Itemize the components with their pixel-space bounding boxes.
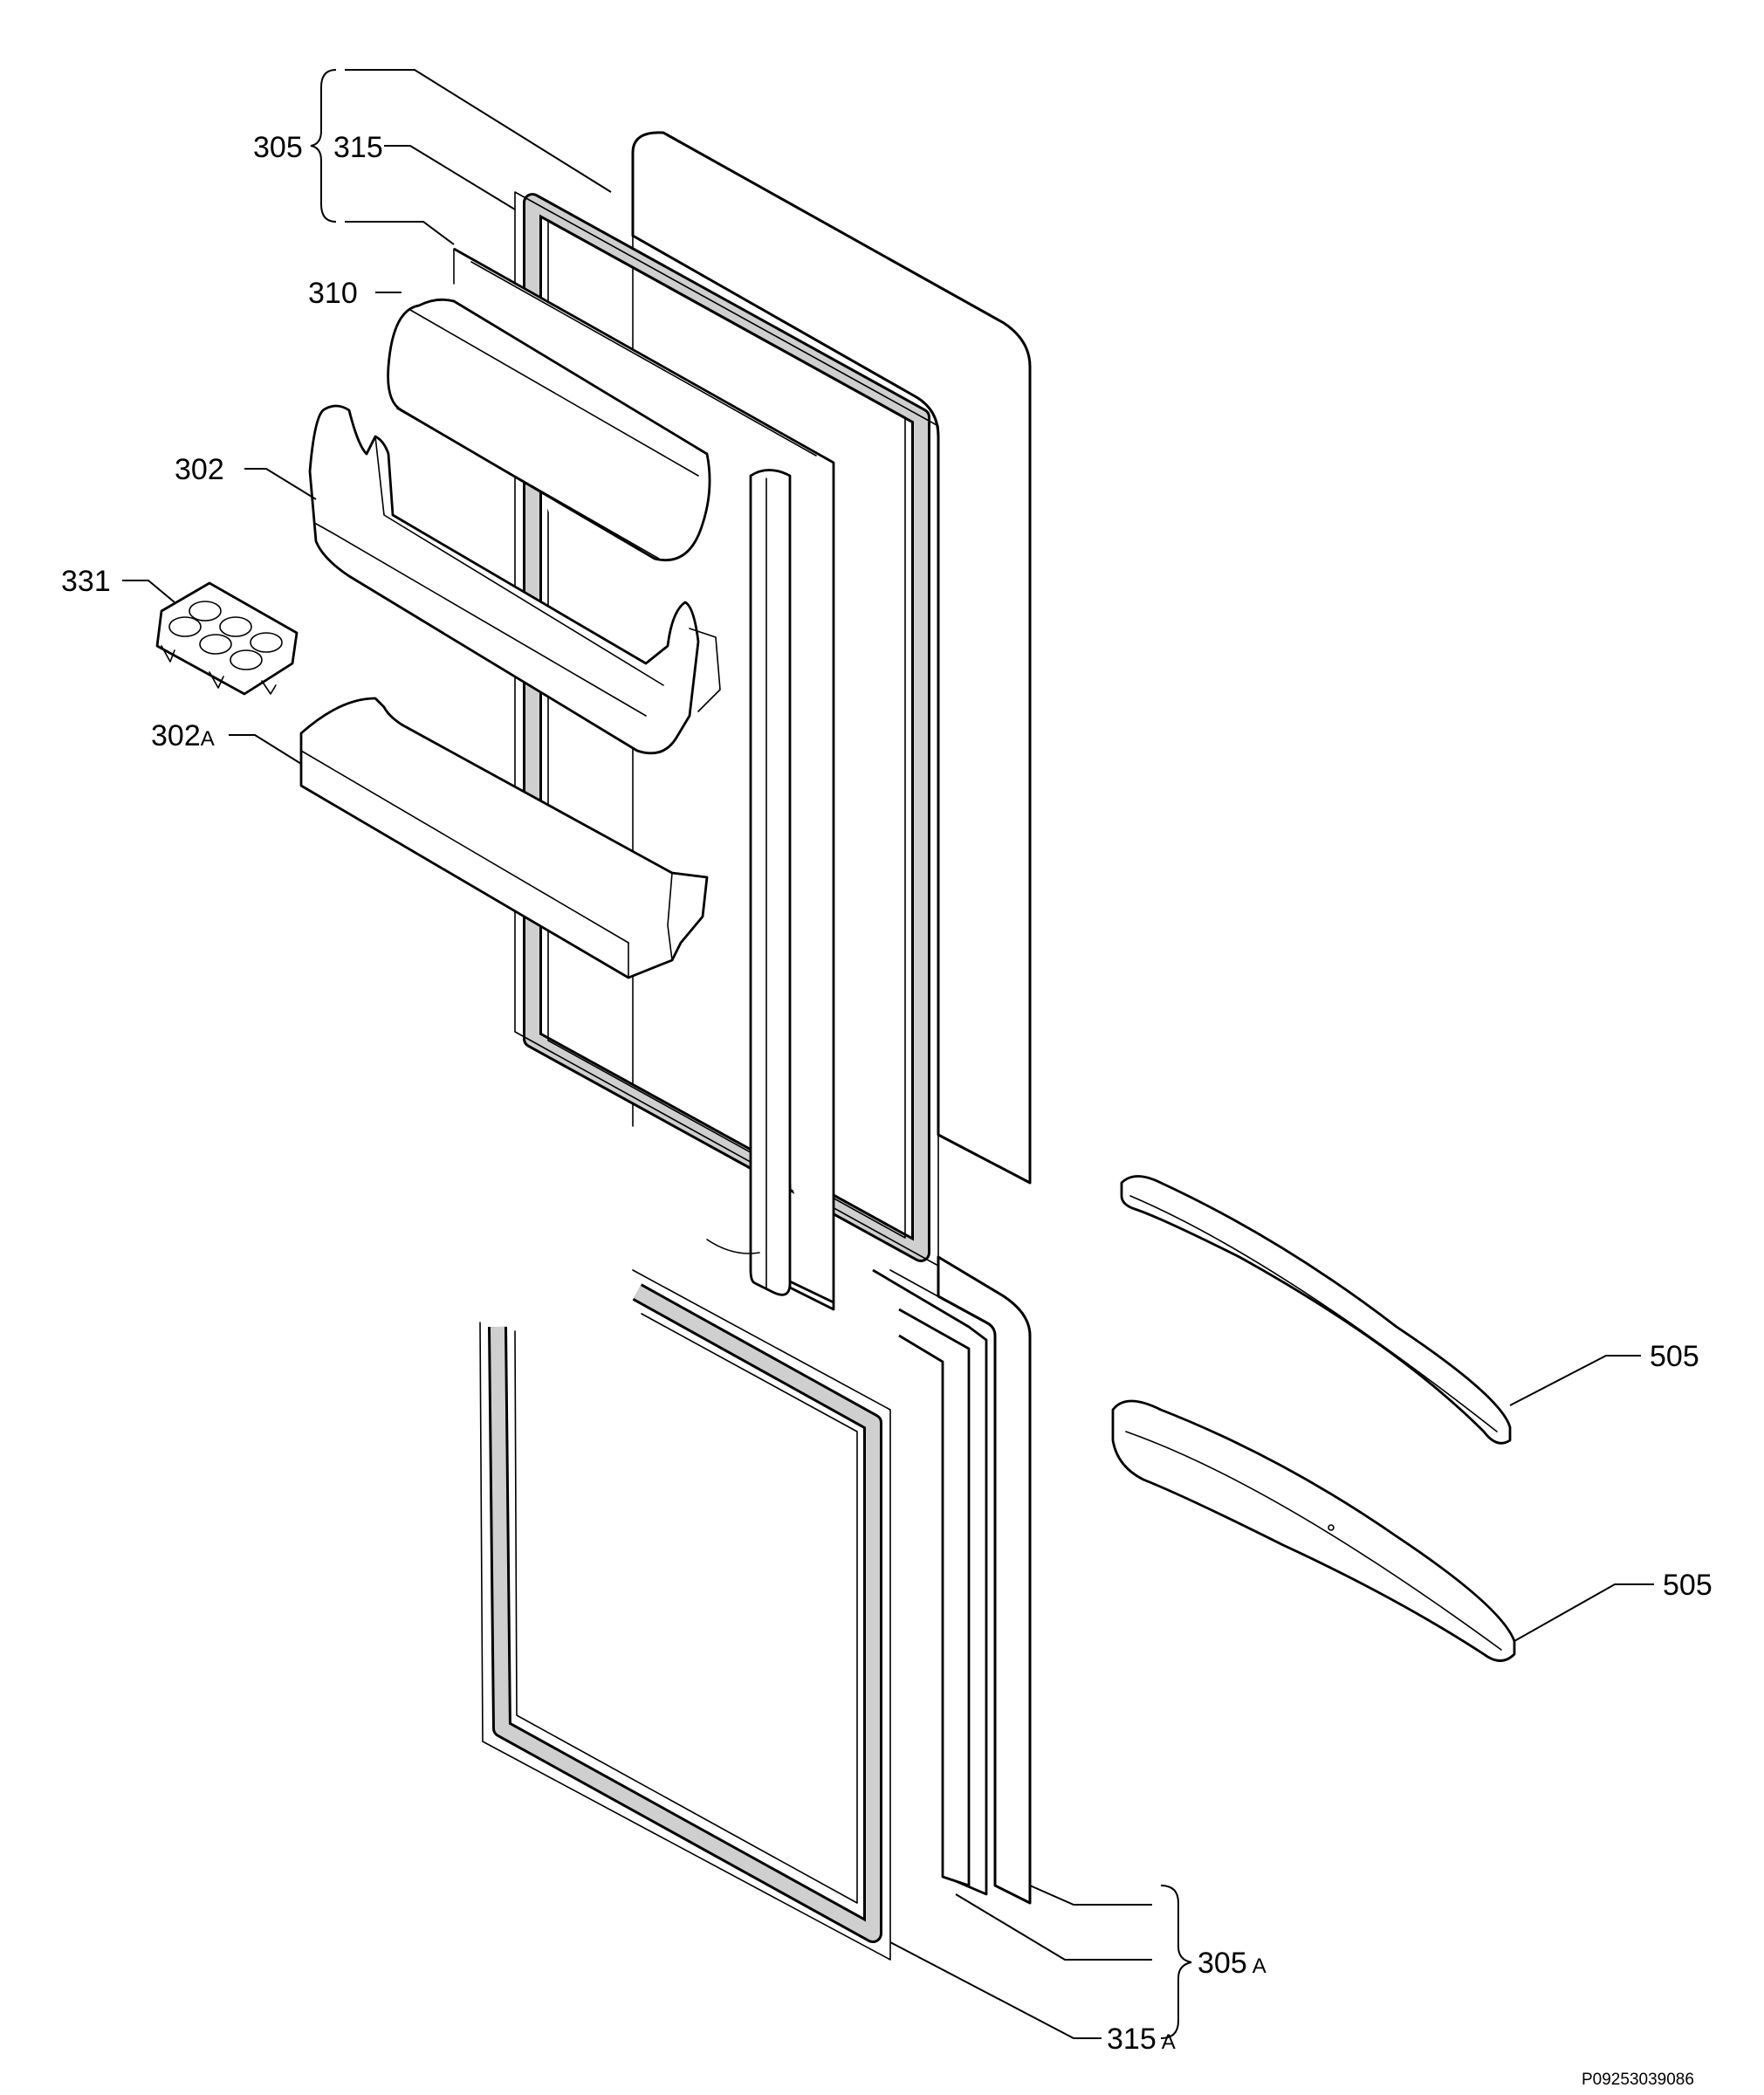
callout-302a-suffix: A bbox=[201, 727, 215, 751]
door-balcony-cover-310 bbox=[387, 298, 711, 561]
upper-door-assembly bbox=[453, 131, 1032, 1311]
callout-302: 302 bbox=[175, 453, 224, 486]
callout-305a-number: 305 bbox=[1198, 1947, 1247, 1980]
callout-505-upper-handle: 505 bbox=[1650, 1340, 1699, 1373]
lower-outer-door-panel bbox=[937, 1255, 1032, 1905]
callout-310: 310 bbox=[308, 277, 358, 310]
leader-lines bbox=[122, 69, 1654, 2039]
lower-inner-liner bbox=[872, 1268, 988, 1896]
callout-302a: 302A bbox=[151, 719, 215, 752]
upper-inner-liner-310 bbox=[453, 247, 835, 1311]
door-bottle-shelf-302a bbox=[299, 697, 709, 979]
lower-door-assembly bbox=[479, 1255, 1032, 1961]
callout-315a-suffix: A bbox=[1162, 2030, 1176, 2054]
callout-305: 305 bbox=[253, 131, 303, 164]
diagram-reference-number: P09253039086 bbox=[1582, 2071, 1694, 2089]
callout-315a-number: 315 bbox=[1107, 2023, 1157, 2056]
callout-302a-number: 302 bbox=[151, 719, 201, 752]
callout-305a-suffix: A bbox=[1253, 1954, 1266, 1978]
egg-tray-331 bbox=[155, 581, 299, 696]
upper-door-vertical-rail bbox=[749, 469, 792, 1296]
lower-door-gasket-315a bbox=[479, 1269, 891, 1961]
callout-315: 315 bbox=[333, 131, 383, 164]
door-cable bbox=[706, 1239, 760, 1254]
door-handle-505-lower bbox=[1111, 1399, 1516, 1662]
upper-door-gasket-315 bbox=[514, 191, 939, 1267]
callout-505-lower-handle: 505 bbox=[1663, 1569, 1713, 1602]
door-handle-505-upper bbox=[1120, 1175, 1512, 1445]
door-shelf-302 bbox=[308, 404, 721, 755]
callout-331: 331 bbox=[61, 565, 111, 598]
